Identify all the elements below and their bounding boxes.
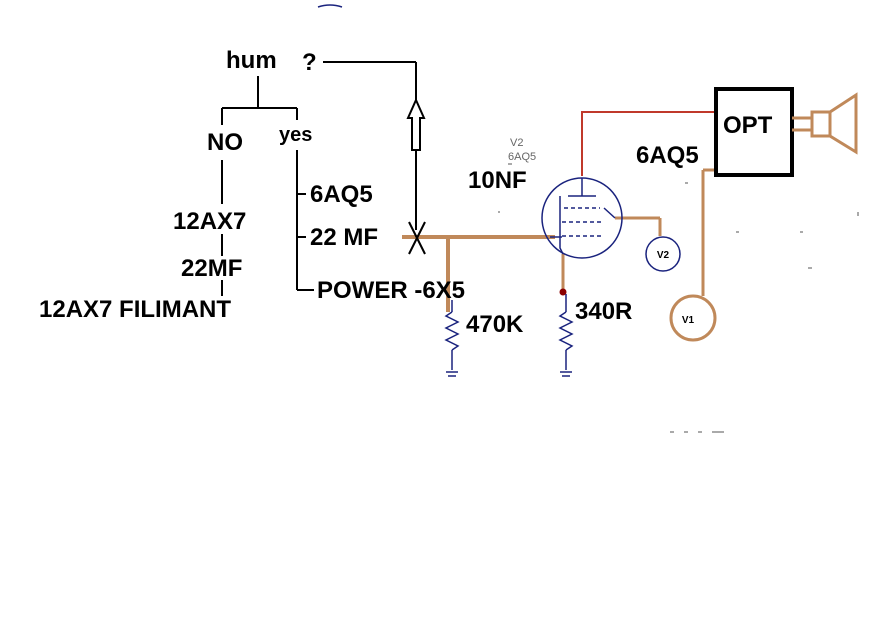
no-step-3: 12AX7 FILIMANT xyxy=(39,296,231,323)
plate-wire xyxy=(581,111,716,176)
yes-step-1: 6AQ5 xyxy=(310,181,373,208)
tube-symbol xyxy=(541,177,623,259)
cap-label: 10NF xyxy=(468,167,527,194)
question-mark: ? xyxy=(302,49,317,76)
flowchart-lines xyxy=(221,61,417,296)
resistor-340r-label: 340R xyxy=(575,298,632,325)
voltmeter-v1 xyxy=(669,294,717,342)
hum-question: hum xyxy=(226,47,277,74)
yes-step-3: POWER -6X5 xyxy=(317,277,465,304)
junction-dot xyxy=(559,288,567,296)
voltmeter-v2 xyxy=(645,236,681,272)
circuit-wires-thin xyxy=(561,168,715,296)
tube-type-small: 6AQ5 xyxy=(508,151,536,163)
tube-ref-label: V2 xyxy=(510,137,523,149)
circuit-wires xyxy=(402,235,555,312)
resistor-470k-symbol xyxy=(444,300,460,377)
no-label: NO xyxy=(207,129,243,156)
opt-transformer-box xyxy=(714,87,794,177)
yes-label: yes xyxy=(279,124,312,146)
meter-v2-label: V2 xyxy=(657,250,670,261)
opt-label: OPT xyxy=(723,112,773,139)
up-arrow-icon xyxy=(406,97,426,151)
stray-arc xyxy=(317,4,343,8)
no-step-1: 12AX7 xyxy=(173,208,246,235)
resistor-340r-symbol xyxy=(558,294,574,377)
cut-mark-icon xyxy=(408,221,426,255)
no-step-2: 22MF xyxy=(181,255,242,282)
stray-marks xyxy=(498,163,859,433)
tube-label: 6AQ5 xyxy=(636,142,699,169)
speaker-icon xyxy=(792,92,858,155)
yes-step-2: 22 MF xyxy=(310,224,378,251)
meter-v1-label: V1 xyxy=(682,315,695,326)
resistor-470k-label: 470K xyxy=(466,311,524,338)
